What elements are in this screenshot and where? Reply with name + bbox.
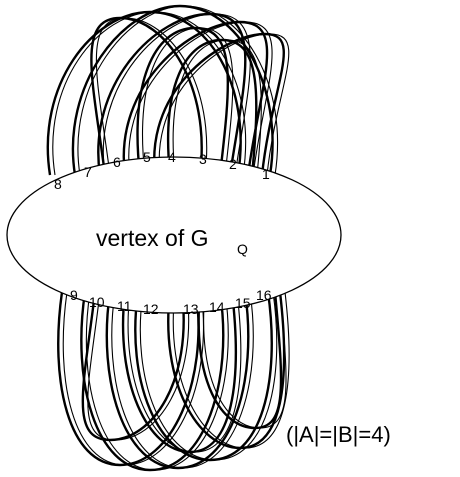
port-label-8: 8 [54, 176, 62, 192]
top-port-labels: 8 7 6 5 4 3 2 1 [54, 149, 270, 192]
bottom-loop-2-strand [85, 291, 229, 471]
port-label-11: 11 [117, 298, 132, 314]
port-label-12: 12 [143, 301, 159, 317]
port-label-10: 10 [89, 294, 105, 310]
port-label-16: 16 [256, 287, 272, 303]
port-label-7: 7 [84, 164, 92, 180]
bottom-loop-8-strand [203, 291, 287, 429]
port-label-14: 14 [209, 299, 225, 315]
port-label-13: 13 [183, 301, 199, 317]
bottom-loop-3-strand [111, 291, 254, 469]
port-label-15: 15 [235, 295, 251, 311]
port-label-1: 1 [262, 166, 270, 182]
port-label-6: 6 [113, 154, 121, 170]
top-loop-8-strand [172, 39, 262, 176]
bottom-loop-4-strand [139, 291, 278, 461]
top-loop-4-strand [128, 21, 273, 176]
top-loop-7-strand [141, 27, 234, 176]
port-label-4: 4 [168, 149, 176, 165]
bottom-loop-6-strand [87, 291, 190, 441]
vertex-ellipse [6, 156, 342, 314]
top-loop-3-strand [102, 13, 251, 176]
bottom-loop-7-strand [127, 291, 242, 453]
bottom-loop-1-strand [62, 291, 205, 466]
port-label-9: 9 [70, 287, 78, 303]
port-label-5: 5 [143, 149, 151, 165]
bottom-loop-2-strand [80, 291, 224, 471]
vertex-label-subscript: Q [237, 241, 248, 257]
bottom-loop-2-strand [80, 291, 225, 472]
vertex-label: vertex of G [96, 225, 208, 251]
port-label-3: 3 [199, 151, 207, 167]
bottom-loop-bundle [57, 291, 290, 472]
top-loop-bundle [46, 4, 290, 176]
top-loop-6-strand [95, 17, 208, 176]
bottom-port-labels: 9 10 11 12 13 14 15 16 [70, 287, 272, 317]
top-loop-2-strand [77, 5, 279, 176]
port-label-2: 2 [229, 156, 237, 172]
set-size-condition: (|A|=|B|=4) [286, 422, 391, 447]
